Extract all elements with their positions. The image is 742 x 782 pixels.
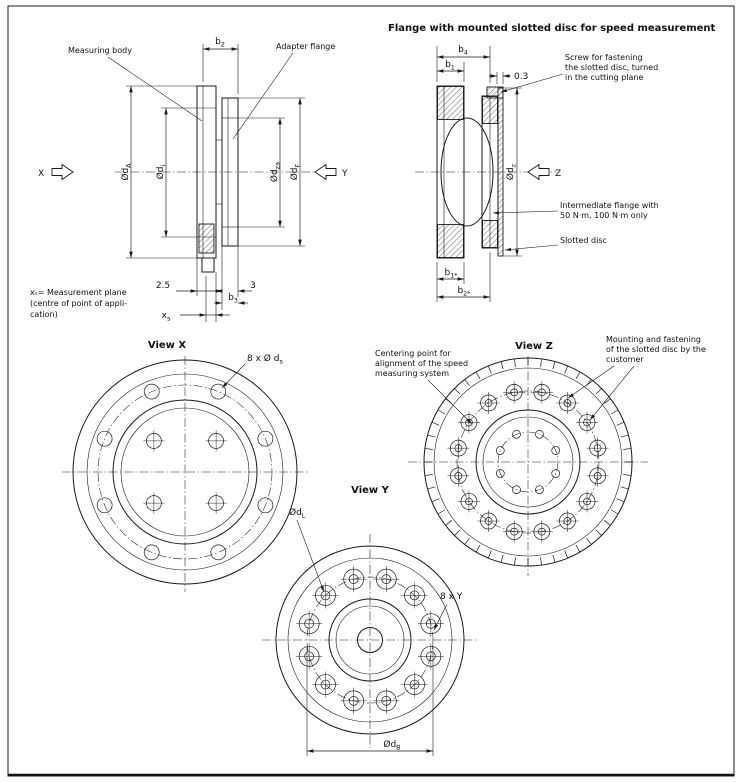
inner-holes — [143, 430, 227, 514]
ds-hole-label: 8 x Ø ds — [247, 353, 283, 366]
dim-label-2-5: 2.5 — [156, 281, 170, 291]
svg-text:measuring system: measuring system — [375, 369, 449, 378]
view-z-title: View Z — [515, 341, 553, 352]
section-view-left: Measuring body Adapter flange b2 ØdA Ødi — [30, 37, 348, 323]
svg-text:Centering point for: Centering point for — [375, 349, 451, 358]
slotted-disc-note: Slotted disc — [504, 236, 607, 252]
svg-text:alignment of the speed: alignment of the speed — [375, 359, 468, 368]
dim-label-b1: b1 — [445, 60, 455, 72]
svg-text:the slotted disc, turned: the slotted disc, turned — [565, 63, 658, 72]
view-y-direction-label: Y — [341, 169, 348, 179]
dim-label-dza: Ødza — [269, 162, 282, 182]
measuring-body-label: Measuring body — [68, 46, 132, 55]
disc-fastening-holes-ring — [447, 381, 609, 543]
dim-b4: b4 — [436, 45, 491, 83]
dim-b2star: b2* — [437, 252, 491, 302]
dim-label-dF: ØdF — [289, 163, 302, 180]
page-border — [7, 5, 735, 777]
section-view-right: Flange with mounted slotted disc for spe… — [388, 23, 716, 302]
view-x-direction-label: X — [38, 169, 44, 179]
dim-b1star: b1* — [436, 262, 465, 302]
svg-text:cation): cation) — [30, 310, 58, 319]
svg-text:customer: customer — [606, 355, 644, 364]
view-z-direction-label: Z — [555, 169, 561, 179]
view-y-direction-arrow-icon — [314, 163, 337, 181]
dim-label-b2: b2 — [215, 37, 225, 49]
dim-0-3: 0.3 — [489, 72, 528, 84]
slotted-disc-section — [497, 87, 504, 257]
page-title: Flange with mounted slotted disc for spe… — [388, 23, 716, 34]
dL-leader — [296, 519, 325, 593]
bottom-dims: 2.5 3 xs b3 — [156, 246, 256, 323]
dim-dF: ØdF — [238, 97, 305, 247]
dim-label-xs: xs — [162, 311, 171, 323]
mounting-note: Mounting and fastening of the slotted di… — [567, 335, 706, 421]
adapter-flange-label: Adapter flange — [276, 42, 335, 51]
svg-text:Intermediate flange with: Intermediate flange with — [560, 201, 659, 210]
dim-label-3: 3 — [250, 281, 256, 291]
measurement-plane-note: xₛ= Measurement plane (centre of point o… — [30, 288, 127, 319]
svg-text:50 N·m, 100 N·m only: 50 N·m, 100 N·m only — [560, 211, 648, 220]
dim-label-di: Ødi — [155, 165, 168, 180]
adapter-flange-leader — [232, 52, 294, 140]
view-x: View X 8 x Ø ds — [62, 340, 310, 592]
dim-dza: Ødza — [238, 117, 285, 228]
dim-label-b3: b3 — [228, 293, 238, 305]
dim-label-b4: b4 — [458, 45, 468, 57]
measuring-body-drawing — [196, 85, 223, 273]
fastening-screw-section — [486, 86, 504, 99]
y8-leader — [433, 603, 448, 631]
view-z-direction-arrow-icon — [527, 163, 550, 181]
svg-text:(centre of point of appli-: (centre of point of appli- — [30, 299, 127, 308]
svg-text:Screw for fastening: Screw for fastening — [565, 53, 643, 62]
dim-b2: b2 — [202, 37, 239, 94]
y8-label: 8 x Y — [440, 592, 463, 602]
centering-holes-ring — [495, 429, 561, 495]
dim-label-0-3: 0.3 — [514, 72, 528, 82]
dim-b1: b1 — [437, 60, 465, 82]
view-x-title: View X — [148, 340, 186, 351]
measuring-body-leader — [107, 56, 203, 122]
view-x-direction-arrow-icon — [51, 163, 74, 181]
ds-hole-leader — [221, 363, 246, 389]
dim-dA: ØdA — [120, 85, 197, 259]
screw-holes-ring — [296, 566, 444, 714]
dL-label: ØdL — [289, 507, 306, 520]
dim-label-dA: ØdA — [120, 163, 133, 181]
dim-dB: ØdB — [306, 646, 434, 756]
centering-note: Centering point for alignment of the spe… — [375, 349, 473, 425]
dim-label-b2star: b2* — [457, 286, 471, 298]
intermediate-flange-note: Intermediate flange with 50 N·m, 100 N·m… — [492, 201, 659, 220]
adapter-flange-drawing — [221, 97, 239, 247]
svg-text:Slotted disc: Slotted disc — [560, 236, 607, 245]
view-y: View Y ØdL 8 x Y ØdB — [262, 485, 478, 756]
svg-text:of the slotted disc by the: of the slotted disc by the — [606, 345, 706, 354]
view-y-title: View Y — [351, 485, 389, 496]
dim-di: Ødi — [155, 107, 197, 238]
dim-dz: Ødz — [503, 87, 522, 257]
svg-text:in the cutting plane: in the cutting plane — [565, 73, 643, 82]
svg-text:xₛ= Measurement plane: xₛ= Measurement plane — [30, 288, 127, 297]
flange-section-drawing — [436, 85, 504, 259]
view-z: View Z Centering point for alignment of … — [375, 335, 706, 576]
svg-text:Mounting and fastening: Mounting and fastening — [606, 335, 701, 344]
dim-label-b1star: b1* — [444, 268, 458, 280]
screw-note: Screw for fastening the slotted disc, tu… — [500, 53, 658, 93]
dim-label-dz: Ødz — [505, 163, 518, 180]
dim-label-dB: ØdB — [383, 739, 400, 752]
bolt-holes-ring — [96, 383, 274, 561]
